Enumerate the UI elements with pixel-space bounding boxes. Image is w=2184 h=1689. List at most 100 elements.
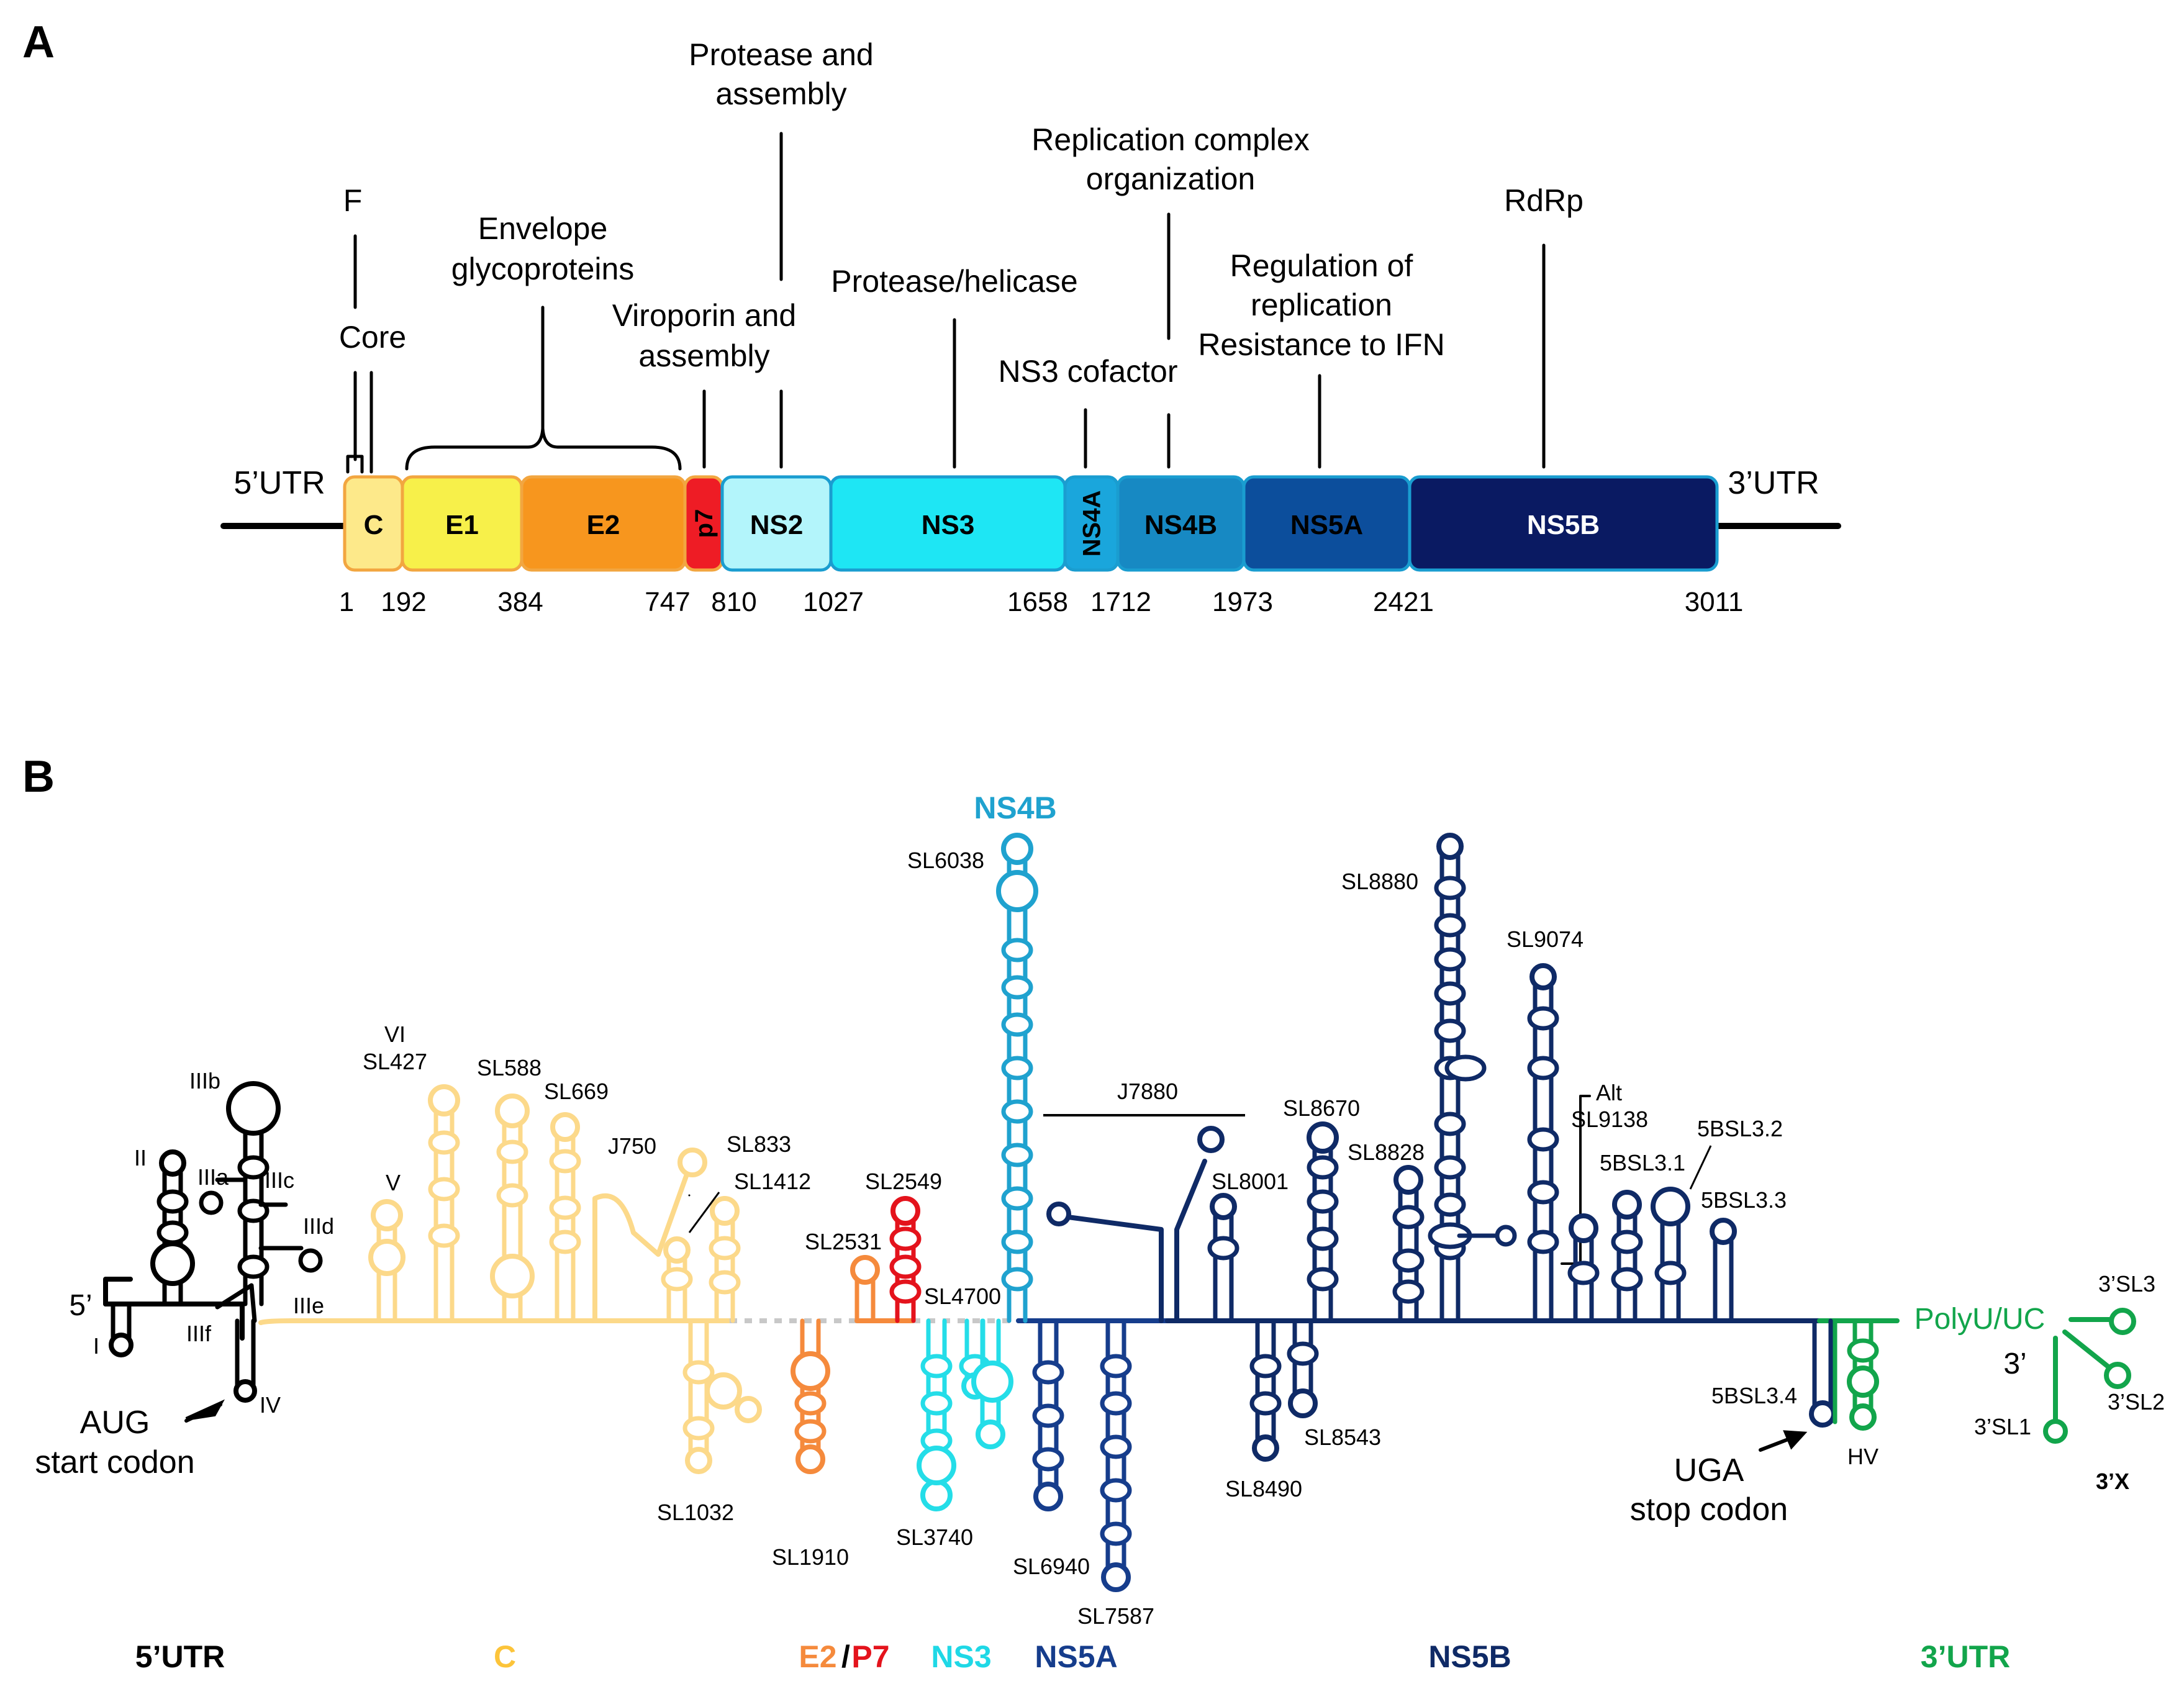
label-utr5-iiib: IIIb [189,1068,220,1094]
ns5b-sl-8880-bulge-0 [1434,876,1466,900]
ns5b-5bsl32-bulge-0 [1654,1261,1687,1285]
utr5-sl-ii-bulge-large [150,1241,195,1286]
gene-label-c: C [364,510,384,540]
label-utr5-i: I [93,1333,99,1359]
p7-sl-2549-bulge-0 [889,1226,922,1251]
c-sl-427-bulge-0 [428,1130,460,1155]
label-sl6940: SL6940 [1013,1554,1090,1579]
label-utr5-iiid: IIId [303,1213,334,1239]
label-sl8001: SL8001 [1212,1169,1289,1194]
legend-ns5b: NS5B [1428,1639,1511,1674]
ns5b-sl-8670-bulge-0 [1307,1155,1339,1180]
ns5b-sl-9074-bulge-2 [1527,1127,1559,1152]
position-1027: 1027 [803,587,864,617]
c-sl-588-bulge-1 [496,1183,528,1208]
ns5b-5bsl34 [1809,1318,1836,1428]
ns5b-5bsl31-bulge-1 [1611,1267,1643,1292]
c-sl-1032-bulge-0 [682,1360,715,1385]
utr3-hv-bulge-0 [1847,1338,1879,1363]
e2-sl-2531-loop [850,1255,880,1285]
ns5a-sl-6940-bulge-1 [1032,1403,1064,1428]
ns5b-sl-8880-bulge-7 [1434,1155,1466,1180]
ns5a-sl-7587-bulge-0 [1100,1354,1132,1379]
p7-sl-2549-bulge-2 [889,1279,922,1304]
ns5b-sl-9138 [1567,1213,1600,1323]
ns3-sl-3740-loop [920,1479,953,1511]
ns5b-sl-9138-bulge-0 [1567,1261,1600,1285]
c-sl-1032-loop [685,1447,712,1474]
ns5b-sl-8670 [1307,1121,1339,1323]
utr5-sl-ii-loop [159,1149,186,1177]
c-sl-669-bulge-2 [549,1229,581,1254]
legend-p7: P7 [851,1639,889,1674]
utr5-sl-iv-loop [233,1379,257,1403]
f-bracket [346,455,364,474]
ns5b-sl-8001 [1207,1193,1239,1323]
position-1712: 1712 [1090,587,1151,617]
c-sl-1032 [682,1318,715,1474]
p7-sl-2549-loop [890,1196,920,1226]
c-sl-427 [428,1084,460,1323]
label-utr5-iiic: IIIc [265,1167,294,1193]
label-utr5-iiie: IIIe [293,1293,324,1318]
ns5b-sl-8880-side-loop [1495,1225,1517,1247]
position-3011: 3011 [1685,587,1744,617]
label-sl6038: SL6038 [907,848,984,873]
label-3sl1: 3’SL1 [1974,1414,2031,1439]
c-sl-588-bulge-large [490,1254,535,1298]
ns5b-sl-9138-loop [1569,1213,1598,1243]
ns3-sl-4700-bulge [971,1361,1013,1403]
label-uga-1: UGA [1674,1452,1744,1488]
function-regulation-1: Regulation of [1230,248,1413,283]
label-sl1910: SL1910 [772,1544,849,1570]
label-3sl3: 3’SL3 [2098,1271,2155,1297]
ns4b-sl-6038-bulge-6 [1001,1186,1033,1211]
backbone-utr5 [103,1302,245,1341]
gene-label-p7: p7 [691,509,718,538]
utr5-sl-iiib-bulge-2 [237,1254,270,1279]
function-envelope-2: glycoproteins [451,251,635,286]
c-sl-588-bulge-0 [496,1139,528,1164]
legend-ns3: NS3 [931,1639,991,1674]
function-regulation-2: replication [1251,288,1392,322]
ns5b-5bsl31 [1611,1190,1643,1323]
ns5b-j7880-left-loop [1046,1202,1071,1226]
utr5-iiif-pseudoknot [215,1283,257,1323]
gene-label-e2: E2 [587,510,620,540]
e2-sl-1910-bulge-2 [794,1419,827,1444]
function-protease-assembly-1: Protease and [689,37,873,72]
ns5b-j7880-right-loop [1197,1126,1225,1153]
c-sl-427-loop [428,1084,460,1116]
utr3-sl3-loop [2109,1308,2136,1335]
label-sl9138: SL9138 [1571,1107,1648,1132]
label-utr5-iiif: IIIf [186,1321,212,1346]
function-replication-1: Replication complex [1031,122,1309,157]
ns3-sl-3740-bulge [917,1446,956,1485]
ns5b-sl-8880 [1434,833,1466,1323]
ns5b-5bsl31-bulge-0 [1611,1229,1643,1254]
ns5b-sl-8880-bulge-1 [1434,913,1466,938]
function-protease-helicase: Protease/helicase [831,264,1077,299]
utr5-sl-iiib-bulge-0 [237,1155,270,1180]
ns5b-sl-8490 [1249,1318,1282,1462]
ns5b-sl-8490-loop [1252,1434,1279,1462]
function-core: Core [339,320,406,355]
utr3-sl2-arm [2062,1329,2114,1372]
ns5b-sl-8543-loop [1288,1388,1318,1418]
ns5a-sl-7587-bulge-2 [1100,1434,1132,1459]
label-v: V [386,1170,401,1195]
alt-bracket [1579,1095,1591,1268]
position-384: 384 [497,587,543,617]
ns4b-sl-6038-bulge-3 [1001,1056,1033,1080]
label-5bsl33: 5BSL3.3 [1701,1187,1787,1213]
ns5b-sl-8543-bulge-0 [1287,1341,1319,1366]
utr5-sl-iiib-loop [226,1081,281,1136]
ns5b-sl-8001-loop [1210,1193,1237,1220]
function-viroporin-1: Viroporin and [612,298,797,333]
c-sl-427-bulge-2 [428,1223,460,1248]
ns5b-5bsl33 [1710,1218,1737,1323]
label-sl4700: SL4700 [924,1284,1001,1309]
sl1412-pointer-line [688,1192,720,1233]
ns5b-sl-8828-loop [1393,1165,1423,1195]
